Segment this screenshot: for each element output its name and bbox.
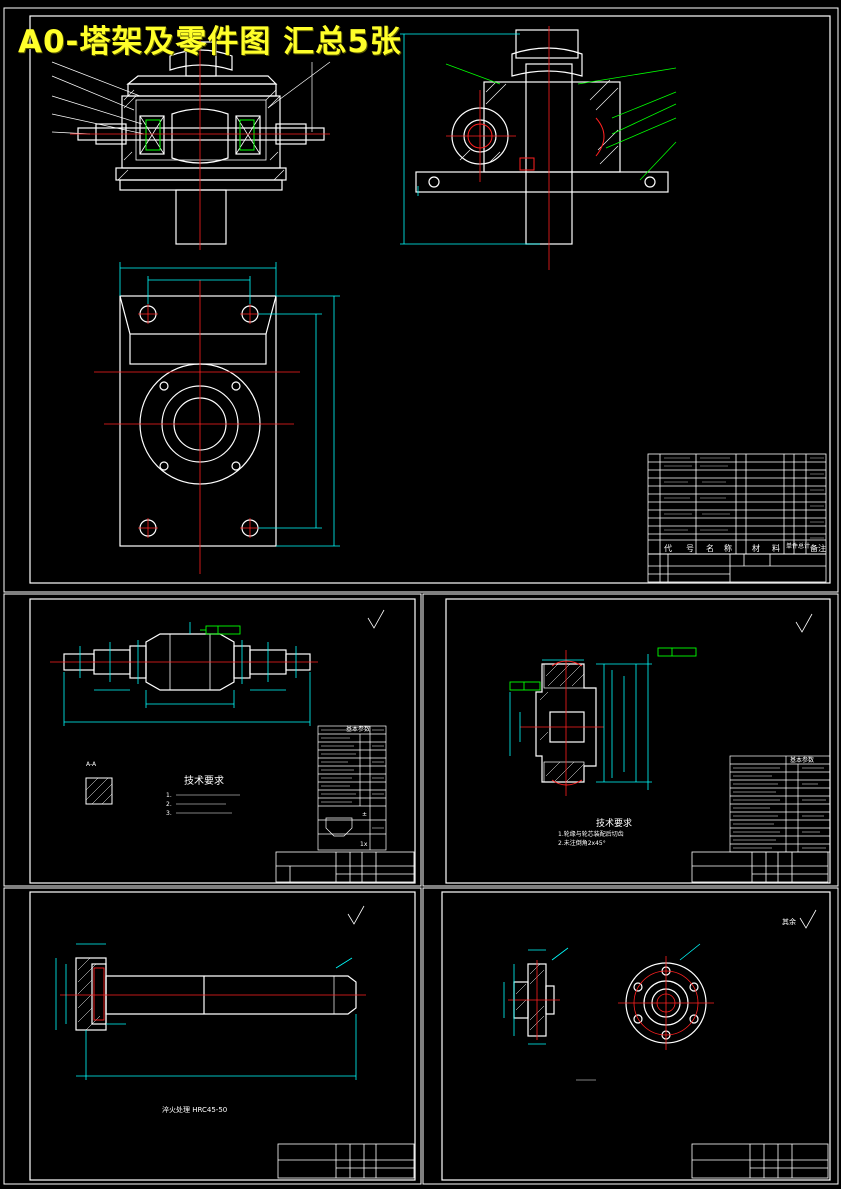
worm-shaft-tolerance-frame bbox=[200, 625, 241, 635]
shaft-params-scribbles bbox=[321, 729, 384, 829]
worm-shaft-section bbox=[85, 777, 113, 805]
shaft-params-table bbox=[317, 725, 387, 851]
assembly-front-view bbox=[77, 41, 325, 245]
roughness-screw bbox=[347, 905, 365, 925]
tb-col-5: 材 bbox=[752, 543, 760, 553]
assembly-side-leaders bbox=[400, 33, 677, 245]
section-label: A-A bbox=[86, 761, 97, 768]
sheet-frames bbox=[3, 7, 839, 1185]
tech-note-2: 2. bbox=[166, 801, 172, 808]
title-block-shaft bbox=[275, 851, 415, 883]
assembly-top-view bbox=[119, 295, 277, 547]
wheel-note-2: 2.未注倒角2x45° bbox=[558, 839, 606, 847]
tech-title-wheel: 技术要求 bbox=[596, 817, 632, 829]
dimension-lines-sheet1 bbox=[119, 186, 419, 547]
assembly-side-view bbox=[415, 29, 669, 245]
flange-hatch bbox=[515, 963, 545, 1031]
worm-wheel-tolerance bbox=[509, 647, 697, 691]
parts-list-header: 代 号 名 称 材 料 单件 总计 备注 bbox=[664, 542, 826, 553]
flange-caption: 其余 bbox=[782, 917, 796, 926]
tech-notes-shaft-lines bbox=[176, 794, 240, 814]
tech-notes-shaft: 1. 2. 3. bbox=[166, 792, 172, 817]
wheel-params-table bbox=[729, 755, 831, 853]
shaft-block-a: ± bbox=[362, 811, 367, 818]
center-lines-sheet1 bbox=[70, 26, 550, 574]
title-block-wheel bbox=[691, 851, 829, 883]
tb-col-7: 单件 bbox=[786, 542, 798, 550]
assembly-front-leaders bbox=[51, 61, 331, 135]
roughness-shaft bbox=[367, 609, 385, 629]
wheel-params-title: 基本参数 bbox=[790, 756, 814, 764]
tech-note-3: 3. bbox=[166, 810, 172, 817]
tech-notes-wheel: 1.轮缘与轮芯装配后切齿 2.未注倒角2x45° bbox=[558, 830, 624, 847]
flange-dimensions bbox=[503, 943, 701, 1045]
tb-col-9: 备注 bbox=[810, 543, 826, 553]
flange-red bbox=[508, 956, 714, 1050]
screw-dimensions bbox=[55, 943, 357, 1080]
screw-red bbox=[60, 967, 366, 1021]
worm-wheel-centerline bbox=[520, 650, 604, 796]
worm-wheel-dimensions bbox=[509, 654, 652, 790]
roughness-wheel bbox=[795, 613, 813, 633]
tb-col-1: 代 bbox=[664, 543, 672, 553]
screw-drawing bbox=[75, 957, 357, 1031]
wheel-params-scribbles bbox=[733, 767, 826, 849]
tb-col-6: 料 bbox=[772, 543, 780, 553]
title-block-flange bbox=[691, 1143, 829, 1179]
screw-caption: 淬火处理 HRC45-50 bbox=[162, 1105, 227, 1114]
title-block-screw bbox=[277, 1143, 415, 1179]
tb-col-8: 总计 bbox=[798, 542, 810, 550]
tech-note-1: 1. bbox=[166, 792, 172, 799]
worm-wheel-red bbox=[551, 660, 583, 786]
assembly-front-green bbox=[145, 119, 255, 151]
tb-col-3: 名 bbox=[706, 543, 714, 553]
worm-wheel-hatch bbox=[539, 663, 585, 783]
assembly-front-hatch bbox=[117, 89, 285, 181]
worm-shaft-dimensions bbox=[63, 622, 311, 726]
drawing-set-title: A0-塔架及零件图 汇总5张 bbox=[18, 24, 402, 60]
tech-title-shaft: 技术要求 bbox=[184, 774, 224, 787]
shaft-params-labels: 基本参数 ± 1x bbox=[346, 725, 370, 848]
tb-col-4: 称 bbox=[724, 543, 732, 553]
parts-list-scribbles bbox=[664, 457, 824, 539]
roughness-flange bbox=[799, 909, 817, 929]
tb-col-2: 号 bbox=[686, 544, 694, 553]
wheel-note-1: 1.轮缘与轮芯装配后切齿 bbox=[558, 830, 624, 838]
screw-hatch bbox=[77, 957, 101, 1031]
shaft-params-title: 基本参数 bbox=[346, 725, 370, 733]
parts-list-table bbox=[647, 453, 827, 583]
shaft-block-b: 1x bbox=[360, 841, 368, 848]
